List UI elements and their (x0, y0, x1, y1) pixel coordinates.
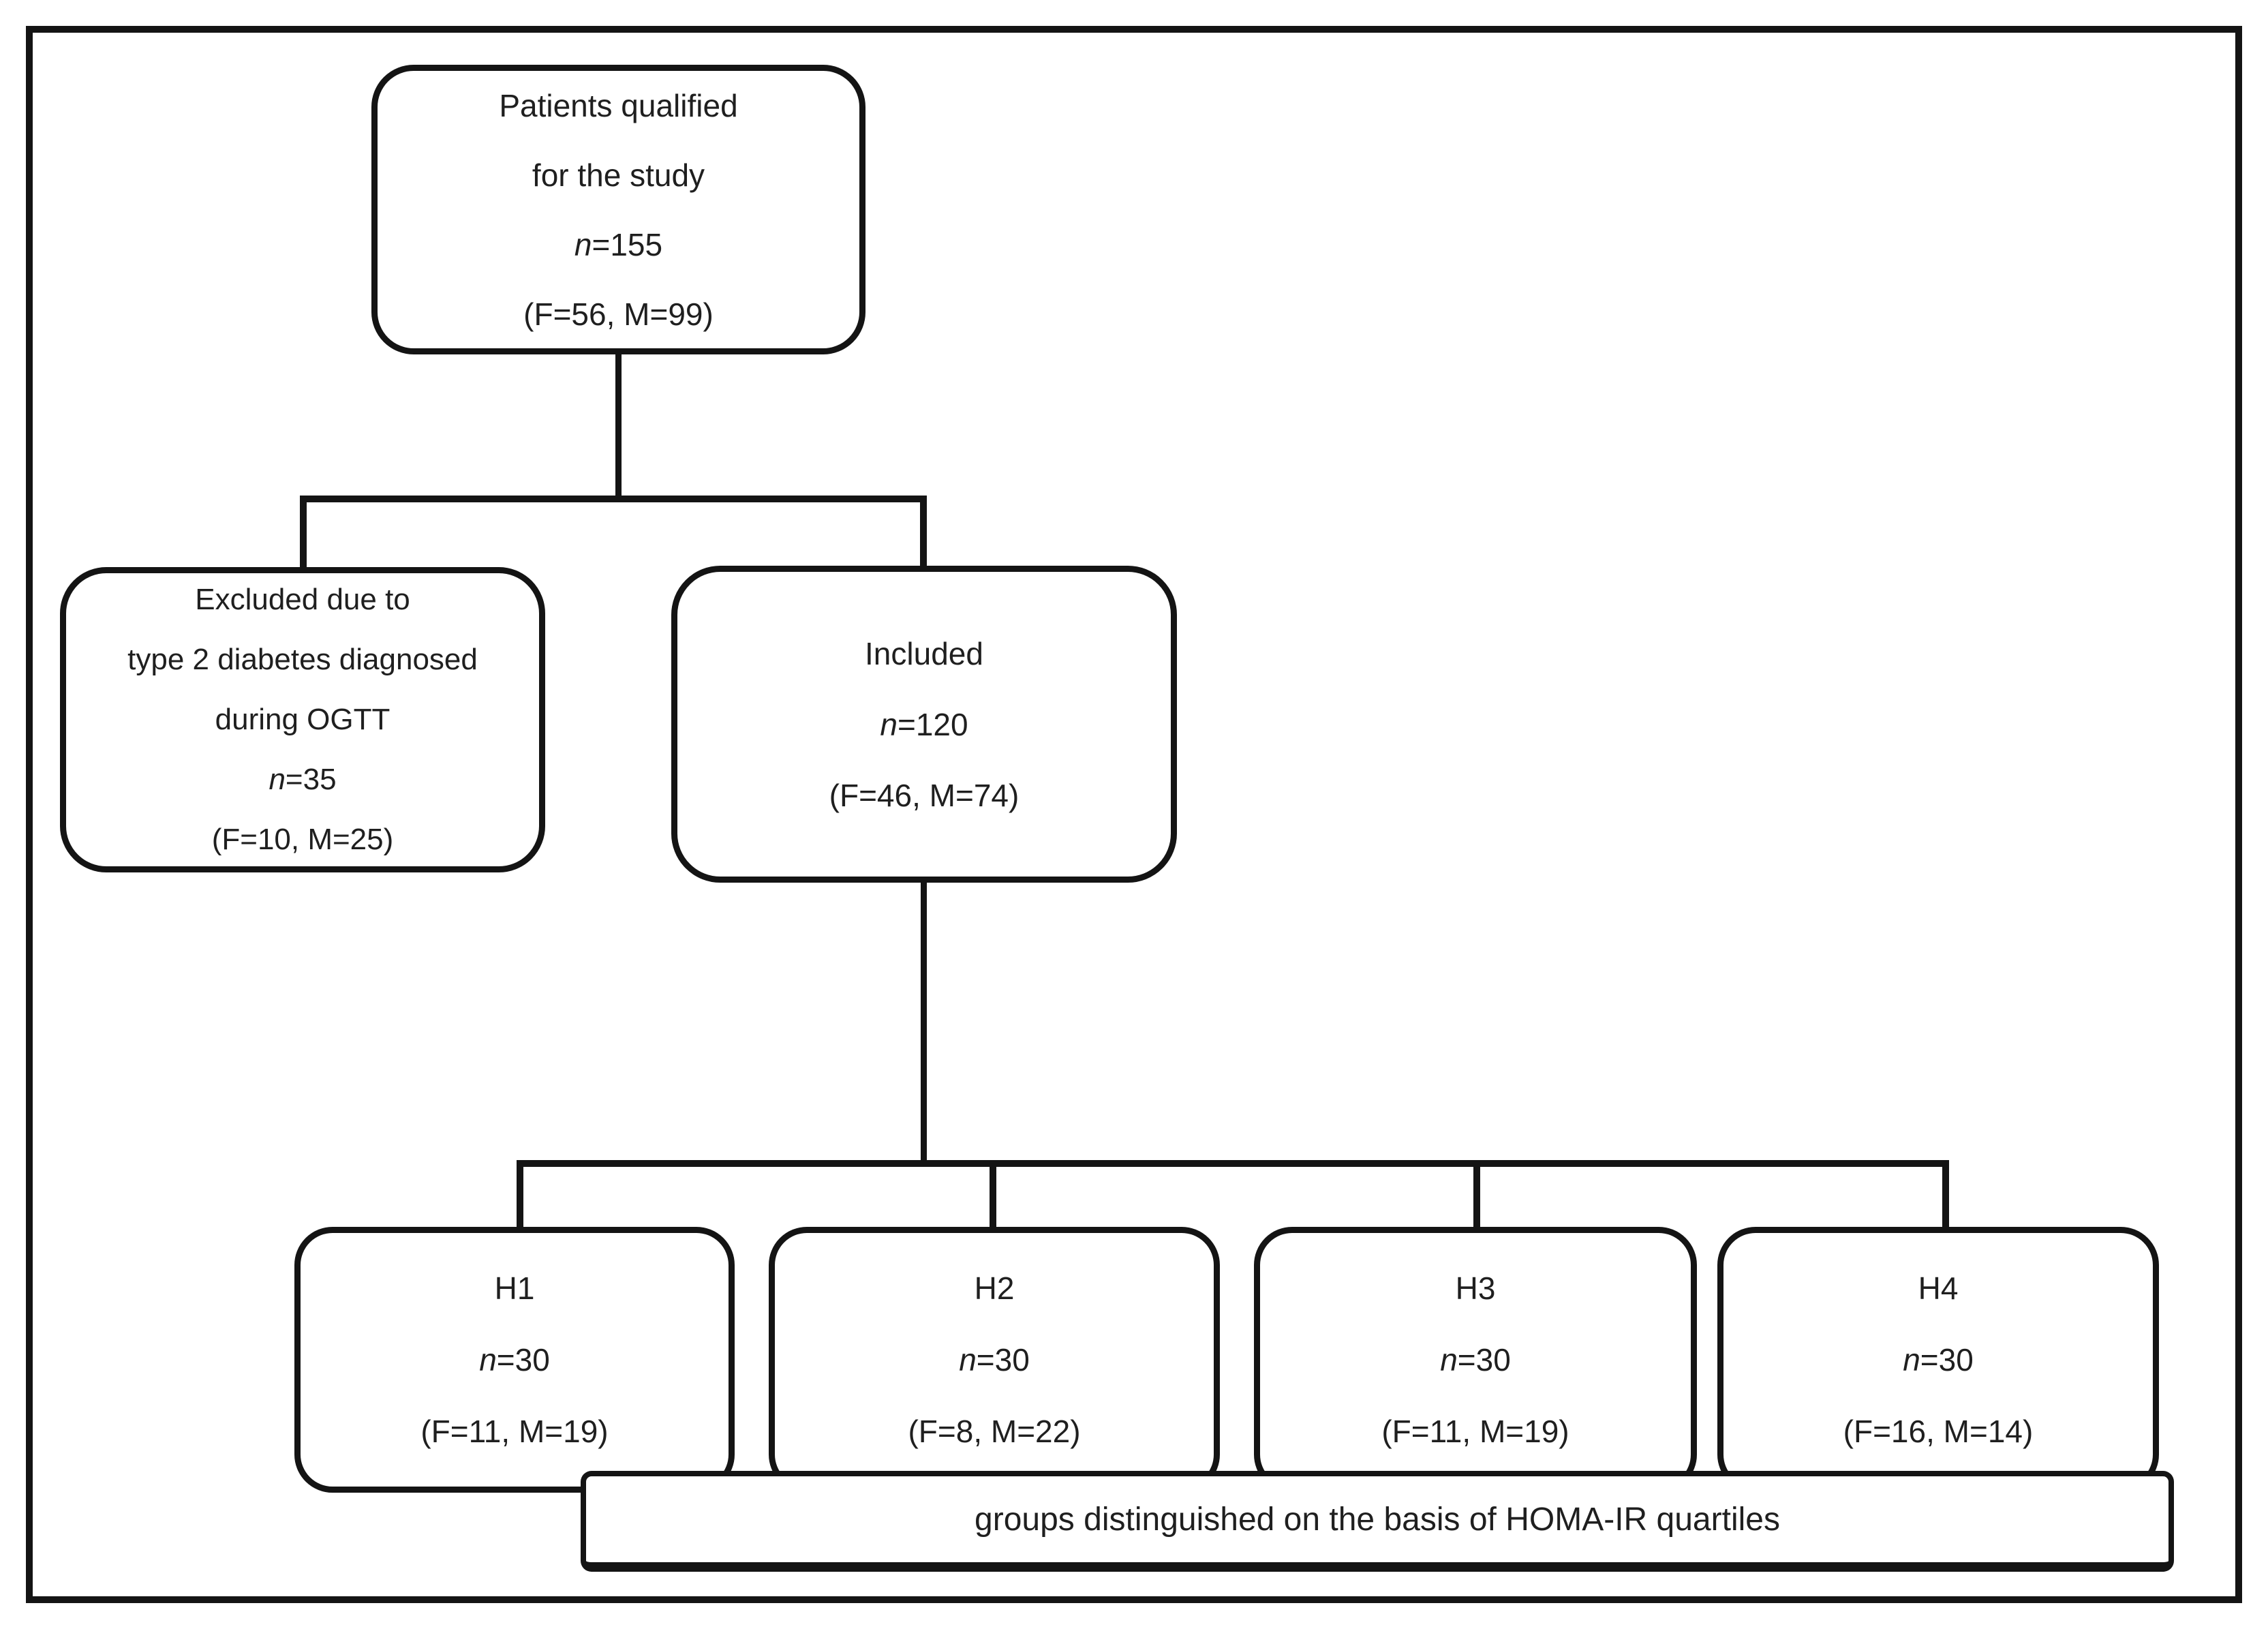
node-line: Included (865, 635, 983, 671)
node-line-fm: (F=10, M=25) (211, 823, 394, 856)
node-excluded-text: Excluded due to type 2 diabetes diagnose… (66, 570, 539, 870)
connector-drop-h2 (990, 1160, 996, 1234)
n-symbol: n (880, 706, 898, 742)
connector-qualified-down (615, 349, 622, 502)
connector-drop-h3 (1473, 1160, 1480, 1234)
connector-drop-excluded (300, 496, 307, 574)
n-symbol: n (1903, 1341, 1920, 1377)
node-line: during OGTT (215, 703, 390, 736)
caption-bar: groups distinguished on the basis of HOM… (581, 1471, 2174, 1572)
n-value: =120 (897, 706, 968, 742)
caption-bar-label: groups distinguished on the basis of HOM… (975, 1501, 1780, 1538)
n-symbol: n (574, 226, 592, 262)
connector-drop-h1 (517, 1160, 523, 1234)
node-line-fm: (F=56, M=99) (523, 296, 714, 332)
node-line-n: n=120 (677, 689, 1171, 760)
node-line: for the study (532, 157, 705, 193)
n-value: =155 (592, 226, 663, 262)
node-line-n: n=30 (1723, 1324, 2153, 1396)
figure-border (26, 26, 2242, 1603)
node-patients-qualified: Patients qualified for the study n=155 (… (371, 65, 865, 354)
node-h4-text: H4 n=30 (F=16, M=14) (1723, 1253, 2153, 1467)
n-symbol: n (1440, 1341, 1458, 1377)
connector-branch1-horizontal (300, 496, 927, 502)
node-line-n: n=30 (301, 1324, 729, 1396)
node-line-n: n=155 (378, 210, 859, 279)
connector-drop-h4 (1942, 1160, 1949, 1234)
n-value: =30 (976, 1341, 1030, 1377)
node-line-fm: (F=46, M=74) (829, 777, 1020, 813)
node-line: H3 (1455, 1270, 1496, 1306)
n-value: =30 (1920, 1341, 1974, 1377)
node-h1-text: H1 n=30 (F=11, M=19) (301, 1253, 729, 1467)
node-h2-text: H2 n=30 (F=8, M=22) (775, 1253, 1214, 1467)
node-line: Patients qualified (499, 87, 738, 123)
node-line-fm: (F=8, M=22) (908, 1413, 1081, 1449)
n-value: =30 (496, 1341, 550, 1377)
node-line: H1 (494, 1270, 535, 1306)
node-patients-qualified-text: Patients qualified for the study n=155 (… (378, 71, 859, 349)
node-line-n: n=30 (1260, 1324, 1691, 1396)
n-symbol: n (479, 1341, 497, 1377)
node-h4: H4 n=30 (F=16, M=14) (1717, 1227, 2159, 1493)
node-h3: H3 n=30 (F=11, M=19) (1254, 1227, 1697, 1493)
connector-drop-included (920, 496, 927, 573)
n-value: =35 (285, 763, 337, 796)
connector-branch2-horizontal (517, 1160, 1949, 1167)
node-included: Included n=120 (F=46, M=74) (671, 566, 1177, 883)
connector-included-down (921, 877, 927, 1163)
n-value: =30 (1457, 1341, 1511, 1377)
node-line-fm: (F=11, M=19) (420, 1413, 609, 1449)
node-h2: H2 n=30 (F=8, M=22) (769, 1227, 1220, 1493)
n-symbol: n (269, 763, 286, 796)
node-line: H4 (1918, 1270, 1959, 1306)
n-symbol: n (959, 1341, 977, 1377)
node-h3-text: H3 n=30 (F=11, M=19) (1260, 1253, 1691, 1467)
node-line-n: n=30 (775, 1324, 1214, 1396)
node-line: H2 (974, 1270, 1015, 1306)
node-line: type 2 diabetes diagnosed (127, 643, 478, 676)
node-h1: H1 n=30 (F=11, M=19) (294, 1227, 735, 1493)
node-line-n: n=35 (66, 750, 539, 810)
node-line-fm: (F=11, M=19) (1381, 1413, 1569, 1449)
node-line-fm: (F=16, M=14) (1843, 1413, 2034, 1449)
node-excluded: Excluded due to type 2 diabetes diagnose… (60, 567, 545, 872)
node-line: Excluded due to (195, 583, 410, 616)
node-included-text: Included n=120 (F=46, M=74) (677, 618, 1171, 831)
